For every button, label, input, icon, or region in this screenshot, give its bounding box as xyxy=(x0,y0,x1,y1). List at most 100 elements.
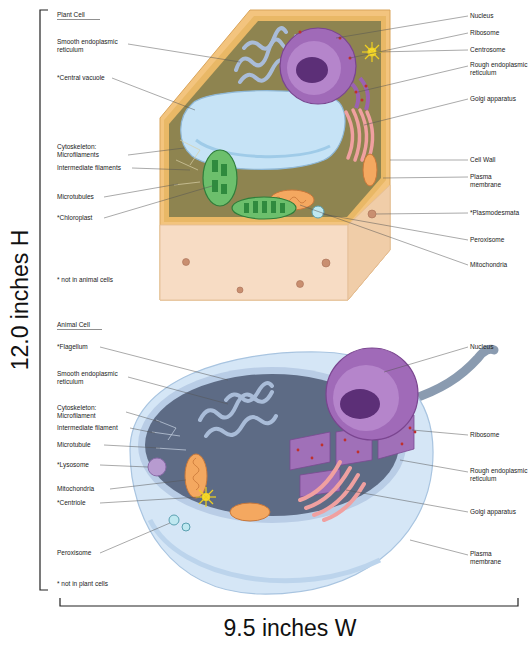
plant-cell xyxy=(160,10,390,300)
part-label: Microtubule xyxy=(57,441,147,449)
nucleus xyxy=(326,348,418,440)
part-label: Peroxisome xyxy=(57,549,147,557)
plasmodesmata xyxy=(297,281,304,288)
leader-line xyxy=(100,16,468,555)
part-label: Intermediate filaments xyxy=(57,164,147,172)
animal-cell xyxy=(130,348,494,594)
part-label: *Centriole xyxy=(57,499,147,507)
smooth-er xyxy=(244,28,286,49)
ribosome xyxy=(361,99,364,102)
plasmodesmata xyxy=(322,259,330,267)
golgi-apparatus xyxy=(367,112,373,158)
leader-line xyxy=(364,99,468,125)
leader-line xyxy=(126,412,160,422)
cell-front-face xyxy=(160,225,348,300)
leader-line xyxy=(104,445,160,448)
cytoskeleton xyxy=(180,140,200,165)
nucleus xyxy=(280,28,356,104)
leader-line xyxy=(128,148,184,155)
part-label: Cytoskeleton: Microfilament xyxy=(57,404,125,419)
leader-line xyxy=(100,497,200,503)
chloroplast xyxy=(244,201,285,213)
plasma-membrane xyxy=(130,352,433,594)
part-label: Mitochondria xyxy=(57,485,147,493)
leader-line xyxy=(346,490,468,512)
leader-line xyxy=(128,377,228,404)
leader-line xyxy=(322,214,468,240)
mitochondrion xyxy=(185,454,270,521)
chloroplast xyxy=(221,164,227,176)
chloroplast xyxy=(271,201,276,213)
leader-line xyxy=(390,160,468,161)
cytoplasm xyxy=(145,374,399,516)
footnote: * not in plant cells xyxy=(57,580,157,588)
cytoskeleton xyxy=(174,182,200,185)
heading-underline xyxy=(57,19,100,20)
part-label: Cytoskeleton: Microfilaments xyxy=(57,143,127,158)
part-label: Plasma membrane xyxy=(470,173,505,188)
cytoskeleton xyxy=(156,448,186,450)
part-label: Mitochondria xyxy=(470,261,528,269)
chloroplast xyxy=(232,197,296,219)
peroxisome xyxy=(312,206,324,218)
part-label: Nucleus xyxy=(470,12,528,20)
dimension-bracket xyxy=(40,10,518,606)
part-label: *Lysosome xyxy=(57,461,147,469)
chloroplast xyxy=(203,150,296,219)
golgi-apparatus xyxy=(300,462,364,520)
leader-line xyxy=(130,428,155,433)
rough-er xyxy=(352,78,368,110)
part-label: Golgi apparatus xyxy=(470,95,528,103)
chloroplast xyxy=(212,180,218,192)
ribosome xyxy=(321,444,324,447)
cell-wall xyxy=(160,10,390,300)
golgi-apparatus xyxy=(306,468,350,508)
part-label: Cell Wall xyxy=(470,156,528,164)
part-label: Centrosome xyxy=(470,46,528,54)
peroxisome xyxy=(182,523,190,531)
part-label: Smooth endoplasmic reticulum xyxy=(57,38,127,53)
part-label: Rough endoplasmic reticulum xyxy=(470,61,528,76)
golgi-apparatus xyxy=(353,110,360,160)
plasmodesmata xyxy=(183,210,377,293)
golgi-apparatus xyxy=(360,110,367,160)
plasmodesmata xyxy=(368,210,376,218)
leader-line xyxy=(104,184,178,197)
mitochondrion xyxy=(193,458,199,490)
plasmodesmata xyxy=(183,259,190,266)
nucleus-interior xyxy=(333,365,399,431)
dimension-bracket xyxy=(60,598,518,606)
chloroplast xyxy=(212,160,227,194)
nucleus-interior xyxy=(287,41,341,95)
ribosome xyxy=(365,85,368,88)
chloroplast xyxy=(262,201,267,213)
leader-line xyxy=(376,50,468,52)
golgi-apparatus xyxy=(300,462,340,500)
cytoskeleton xyxy=(176,160,198,170)
cytoplasm xyxy=(169,21,381,217)
part-label: Ribosome xyxy=(470,431,528,439)
part-label: Nucleus xyxy=(470,343,528,351)
smooth-er xyxy=(226,383,272,401)
golgi-apparatus xyxy=(314,475,358,515)
cytoskeleton xyxy=(156,420,176,440)
chloroplast xyxy=(280,203,285,213)
lysosome xyxy=(148,458,166,476)
leader-line xyxy=(300,205,468,265)
section-heading: Animal Cell xyxy=(57,321,147,329)
flagellum xyxy=(410,349,494,400)
smooth-er xyxy=(200,383,276,436)
plasma-membrane xyxy=(164,16,386,222)
leader-line xyxy=(412,430,468,435)
cytoskeleton xyxy=(174,140,200,185)
ribosome xyxy=(357,451,360,454)
dimension-label: 9.5 inches W xyxy=(224,615,357,641)
leader-line xyxy=(110,480,186,489)
chloroplast xyxy=(244,203,249,213)
leader-line xyxy=(410,540,468,555)
smooth-er xyxy=(206,416,276,436)
plasmodesmata xyxy=(237,287,243,293)
ribosome xyxy=(409,427,412,430)
golgi-apparatus xyxy=(346,112,353,158)
